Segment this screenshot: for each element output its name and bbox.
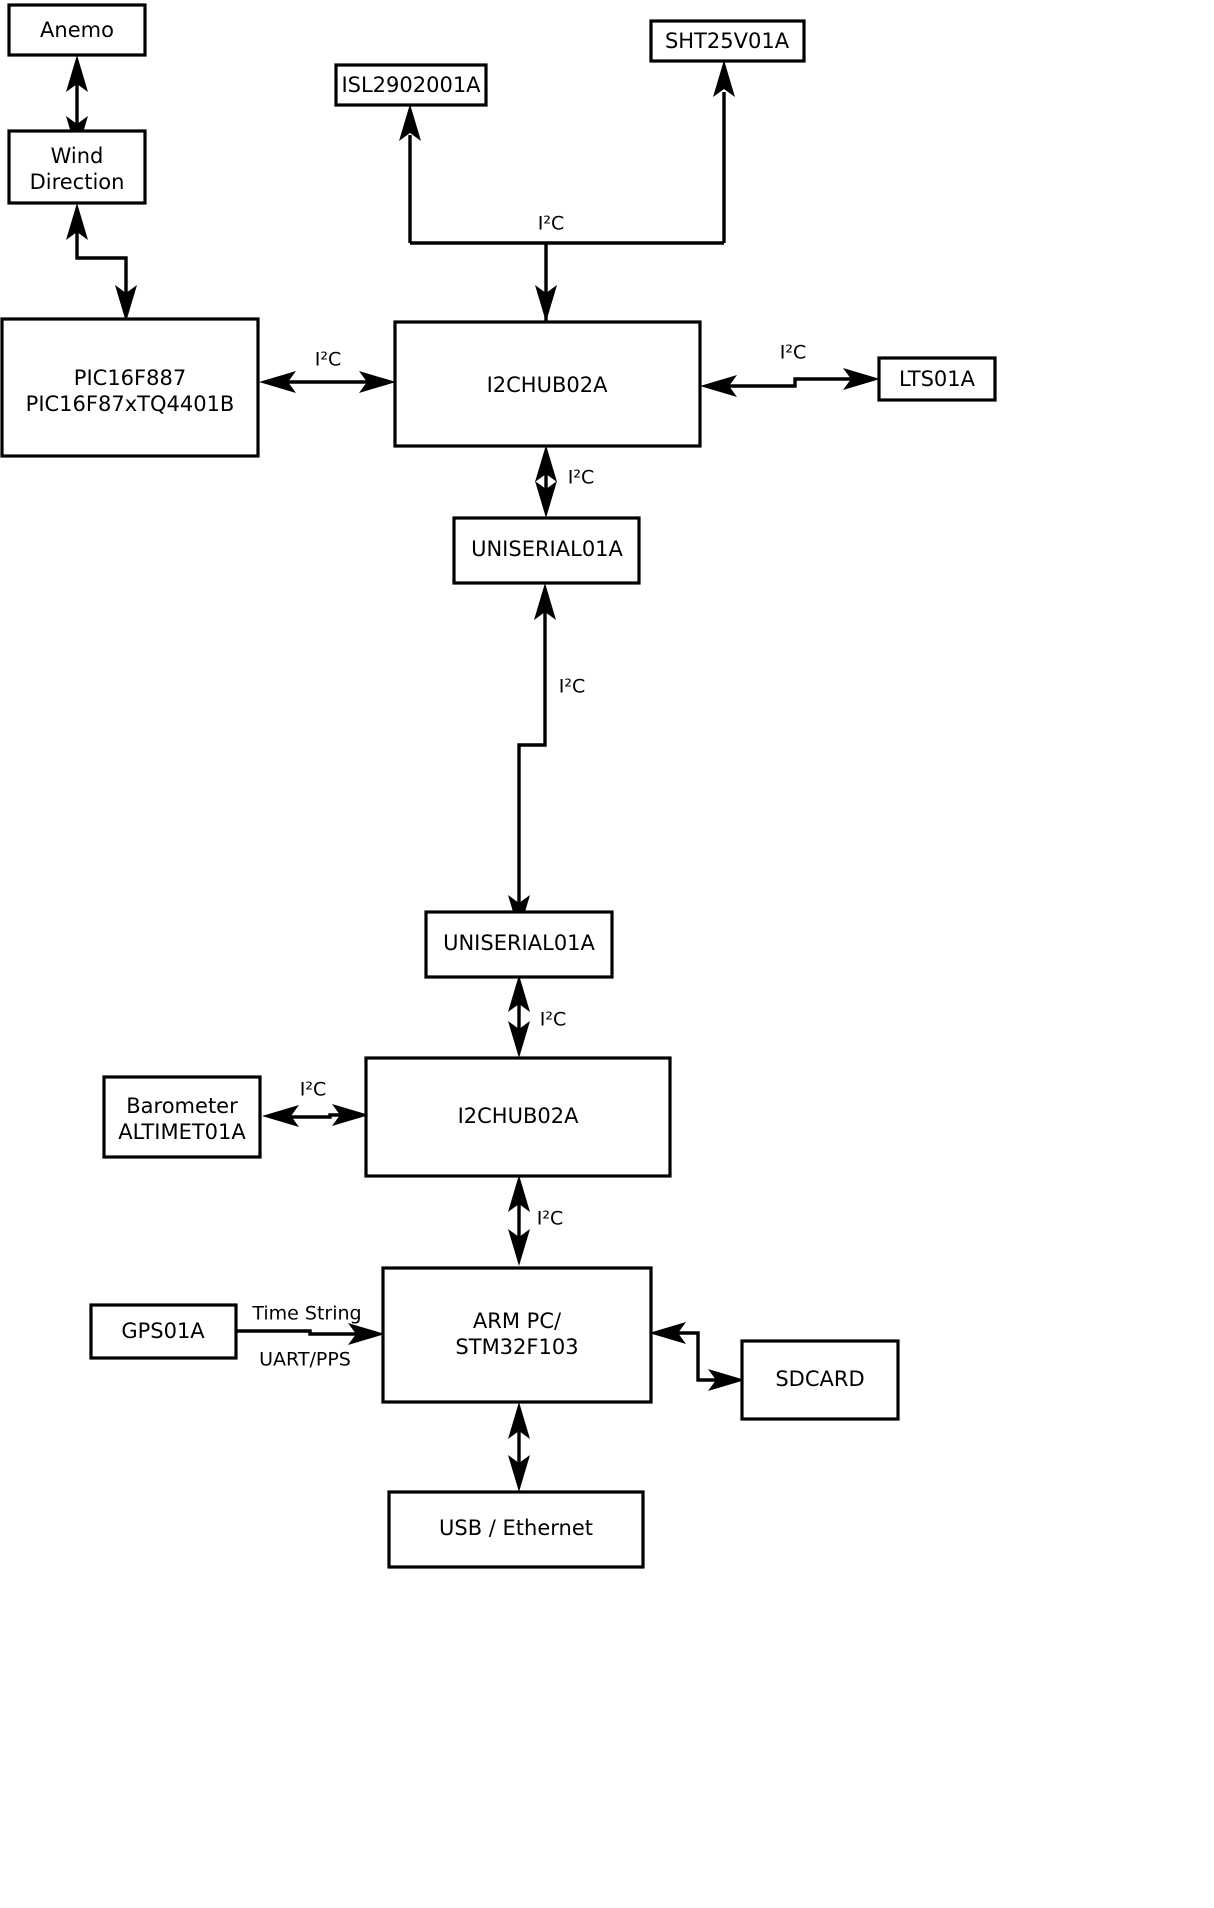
node-isl2902001a-label: ISL2902001A: [341, 73, 481, 97]
node-arm-pc-label-line1: ARM PC/: [473, 1309, 562, 1333]
node-i2chub02a-bottom[interactable]: I2CHUB02A: [364, 1056, 672, 1178]
node-sht25v01a[interactable]: SHT25V01A: [649, 19, 806, 63]
edge-label-gps-time-string: Time String: [251, 1303, 361, 1325]
node-uniserial01a-bottom-label: UNISERIAL01A: [443, 931, 595, 955]
node-arm-pc-label-line2: STM32F103: [455, 1335, 578, 1359]
edge-label-hub-isl-sht: I²C: [538, 213, 565, 235]
edge-uniserialbot-hubbot: [508, 975, 530, 1058]
node-anemo-label: Anemo: [40, 18, 114, 42]
edge-label-gps-uart-pps: UART/PPS: [259, 1349, 351, 1371]
node-lts01a[interactable]: LTS01A: [877, 356, 997, 402]
node-wind-direction[interactable]: Wind Direction: [7, 129, 147, 205]
node-isl2902001a[interactable]: ISL2902001A: [334, 63, 488, 107]
node-i2chub02a-top-label: I2CHUB02A: [487, 373, 609, 397]
nodes-group: Anemo Wind Direction PIC16F887 PIC16F87x…: [0, 3, 997, 1569]
edge-hubtop-lts: [700, 368, 880, 397]
node-sdcard-label: SDCARD: [775, 1367, 864, 1391]
node-uniserial01a-top-label: UNISERIAL01A: [471, 537, 623, 561]
edge-label-pic-hub: I²C: [315, 349, 342, 371]
node-lts01a-label: LTS01A: [899, 367, 976, 391]
node-barometer-altimet01a[interactable]: Barometer ALTIMET01A: [102, 1075, 262, 1159]
node-barometer-label-line2: ALTIMET01A: [118, 1120, 246, 1144]
edge-label-hub-uniserial: I²C: [568, 467, 595, 489]
node-sht25v01a-label: SHT25V01A: [665, 29, 790, 53]
node-wind-direction-label-line1: Wind: [51, 144, 104, 168]
node-uniserial01a-top[interactable]: UNISERIAL01A: [452, 516, 641, 585]
edge-pic-winddirection: [66, 203, 137, 322]
edge-hubtop-isl-sht: [399, 60, 735, 322]
node-i2chub02a-top[interactable]: I2CHUB02A: [393, 320, 702, 448]
edge-arm-usb: [508, 1402, 530, 1492]
edge-hubbot-arm: [508, 1175, 530, 1266]
node-i2chub02a-bottom-label: I2CHUB02A: [458, 1104, 580, 1128]
node-arm-pc[interactable]: ARM PC/ STM32F103: [381, 1266, 653, 1404]
edge-labels-group: I²C I²C I²C I²C I²C I²C I²C I²C Time Str…: [251, 213, 806, 1371]
node-barometer-label-line1: Barometer: [126, 1094, 238, 1118]
edge-pic-hubtop: [259, 371, 396, 393]
node-anemo[interactable]: Anemo: [7, 3, 147, 57]
node-gps01a-label: GPS01A: [121, 1319, 205, 1343]
node-usb-ethernet-label: USB / Ethernet: [439, 1516, 593, 1540]
edge-uniserialtop-uniserialbot-link: [508, 583, 556, 932]
edge-arm-sdcard: [649, 1322, 745, 1391]
node-usb-ethernet[interactable]: USB / Ethernet: [387, 1490, 645, 1569]
node-sdcard[interactable]: SDCARD: [740, 1339, 900, 1421]
edge-label-hub-lts: I²C: [780, 342, 807, 364]
edge-label-hub2-arm: I²C: [537, 1208, 564, 1230]
node-gps01a[interactable]: GPS01A: [89, 1303, 238, 1360]
node-wind-direction-label-line2: Direction: [30, 170, 125, 194]
edge-gps-arm: [237, 1323, 385, 1345]
node-pic16f887-label-line1: PIC16F887: [74, 366, 186, 390]
node-uniserial01a-bottom[interactable]: UNISERIAL01A: [424, 910, 614, 979]
edge-label-uniserial-link: I²C: [559, 676, 586, 698]
node-pic16f887-label-line2: PIC16F87xTQ4401B: [26, 392, 235, 416]
node-pic16f887[interactable]: PIC16F887 PIC16F87xTQ4401B: [0, 317, 260, 458]
edge-label-baro-hub2: I²C: [300, 1079, 327, 1101]
edge-label-uniserial-hub2: I²C: [540, 1009, 567, 1031]
edges-group: [66, 55, 880, 1492]
edge-barometer-hubbot: [262, 1104, 369, 1127]
edge-hubtop-uniserialtop: [535, 445, 557, 518]
